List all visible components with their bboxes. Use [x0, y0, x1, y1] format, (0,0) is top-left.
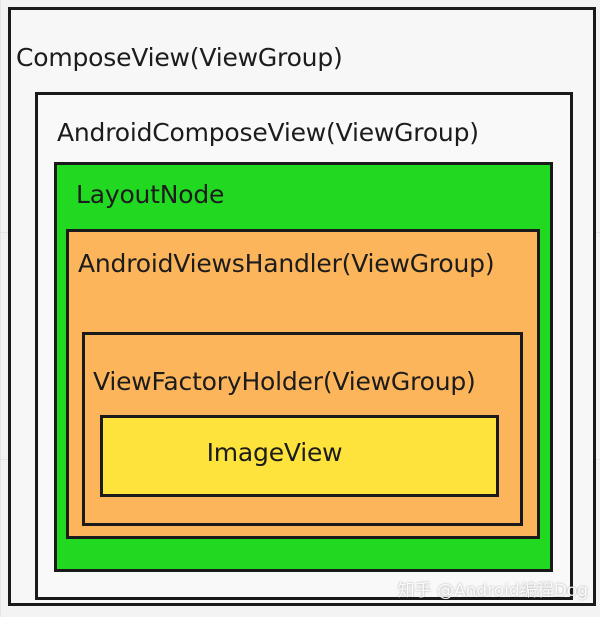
image-view-box: ImageView: [100, 415, 499, 497]
view-factory-holder-label: ViewFactoryHolder(ViewGroup): [93, 367, 476, 396]
grid-line: [0, 0, 1, 617]
android-compose-view-label: AndroidComposeView(ViewGroup): [57, 118, 479, 147]
watermark-text: 知乎 @Android编程Dog: [397, 581, 588, 601]
image-view-label: ImageView: [206, 438, 343, 467]
android-views-handler-label: AndroidViewsHandler(ViewGroup): [78, 249, 495, 278]
layout-node-label: LayoutNode: [76, 180, 225, 209]
compose-view-label: ComposeView(ViewGroup): [16, 43, 343, 72]
